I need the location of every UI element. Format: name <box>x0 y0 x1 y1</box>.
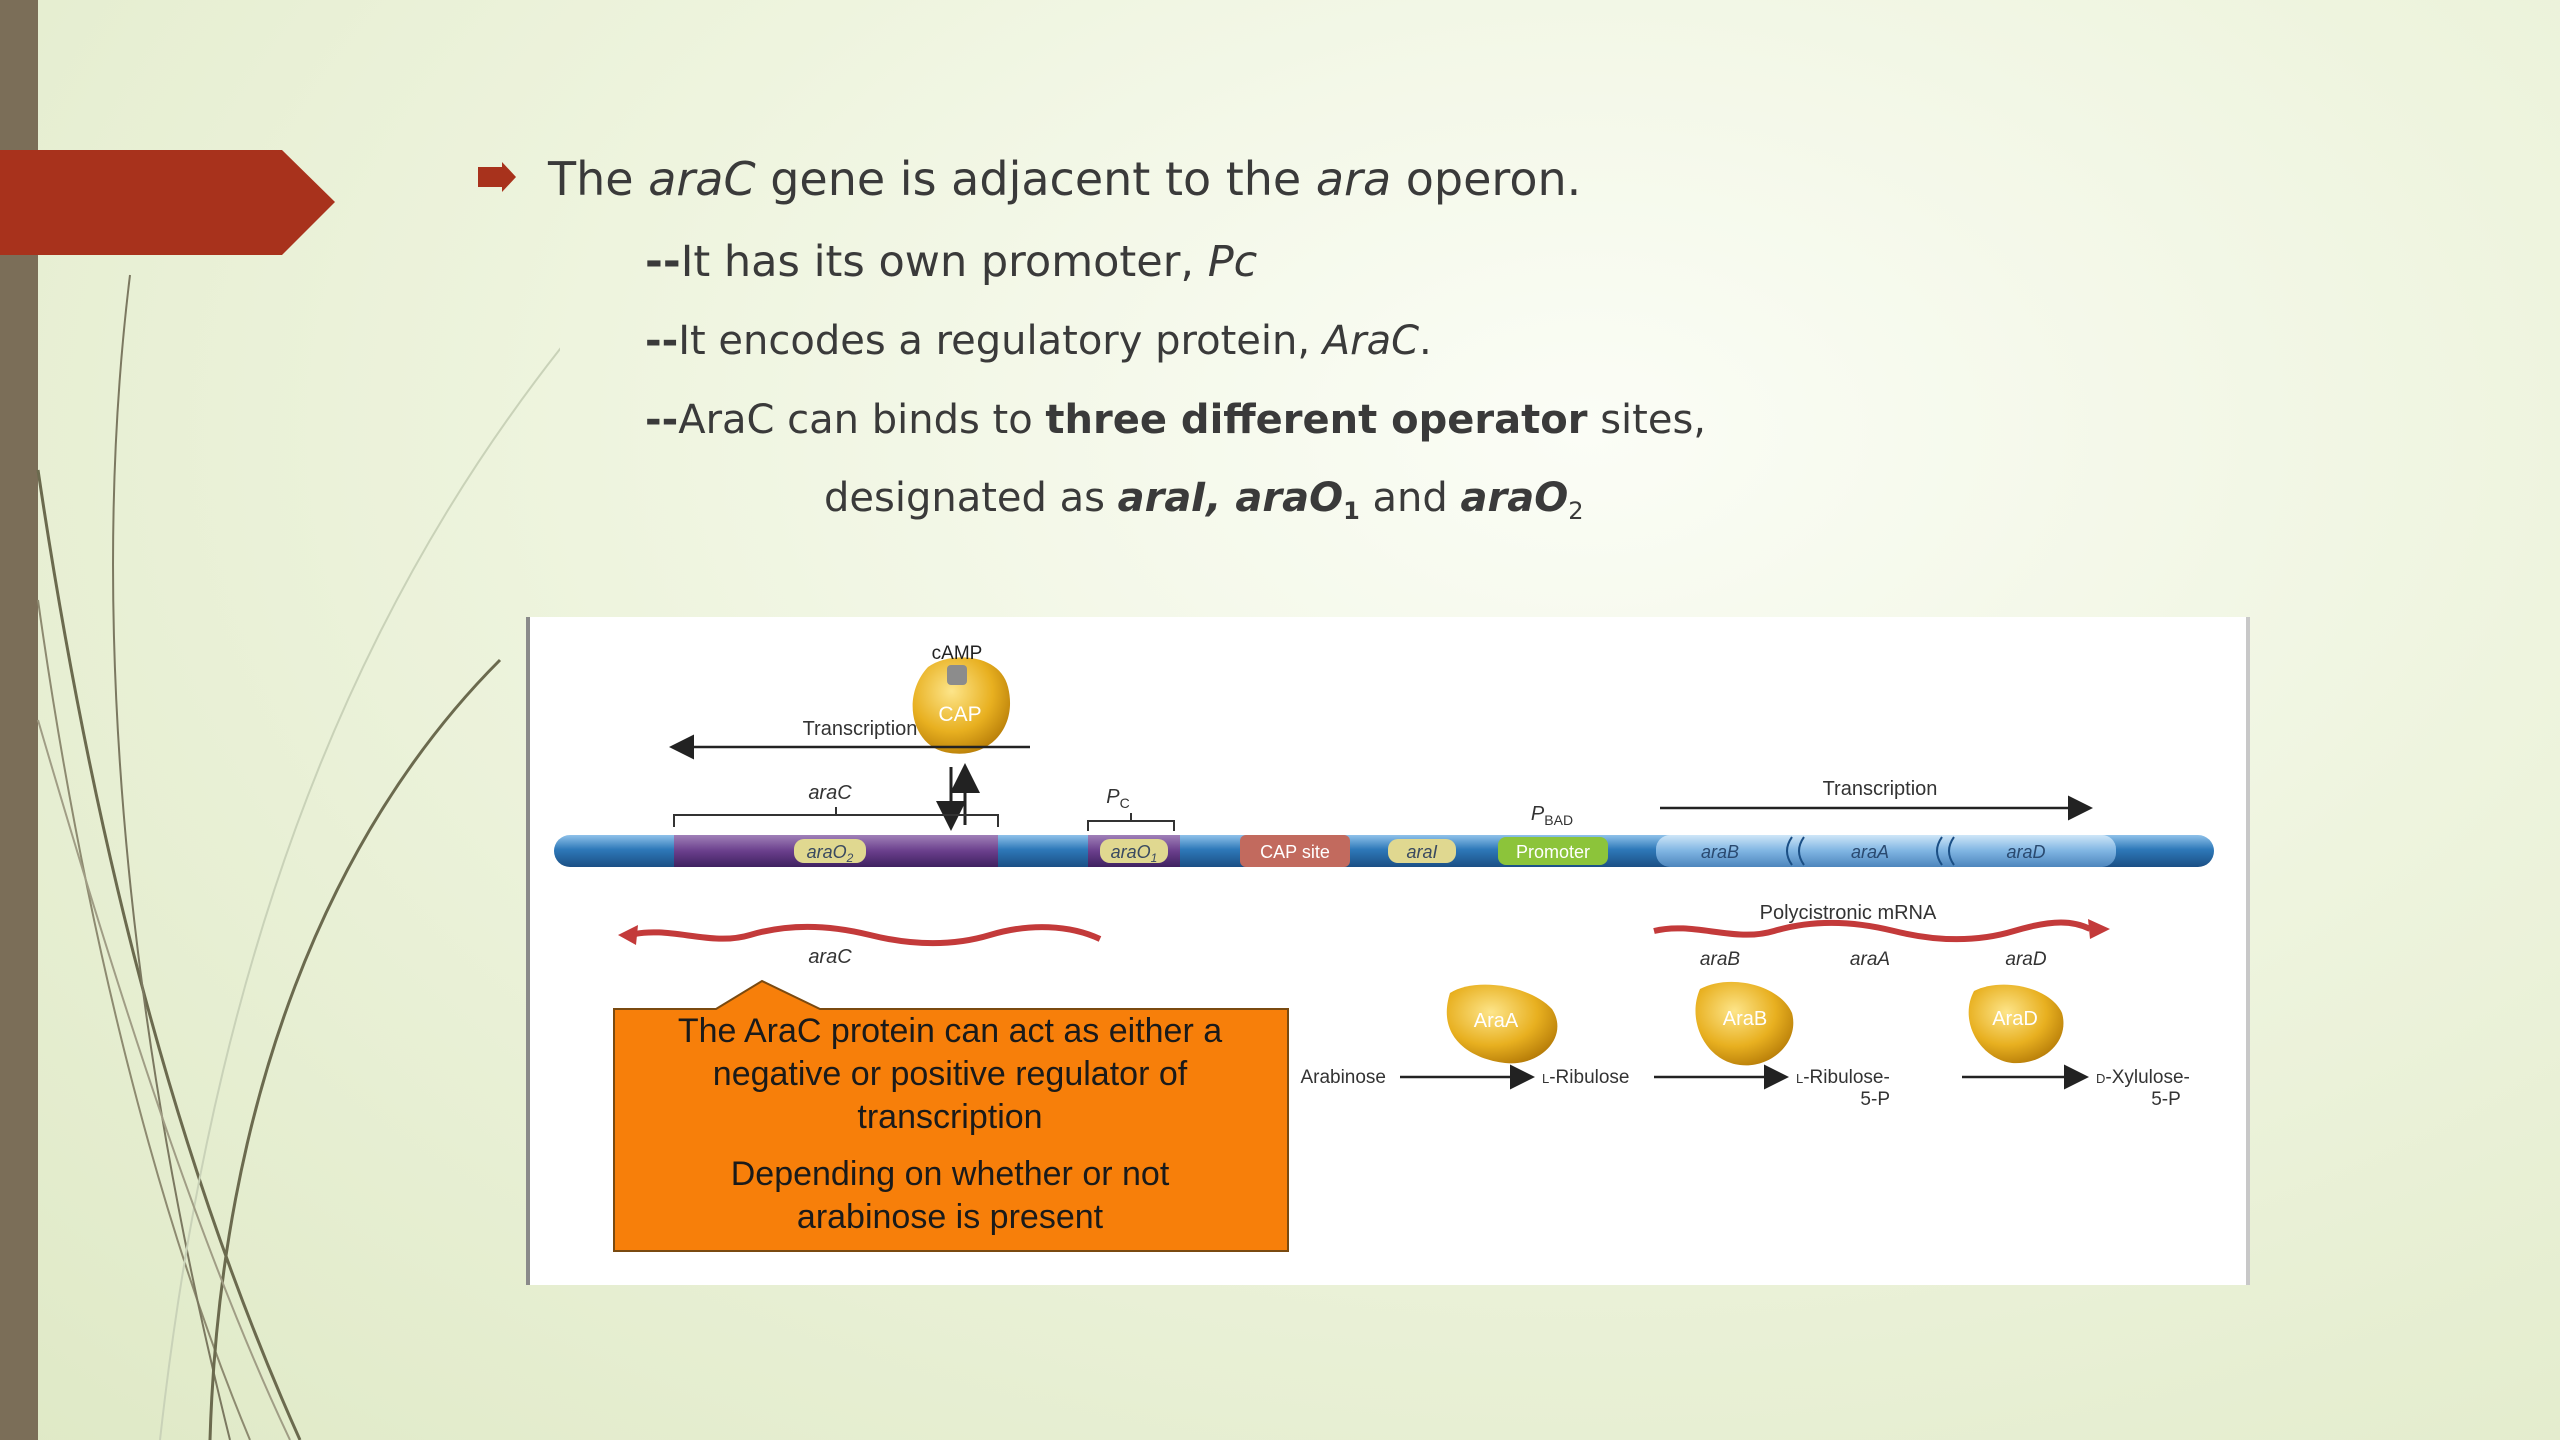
transcription-left-label: Transcription <box>803 718 918 740</box>
arab-label: araB <box>1701 842 1739 862</box>
arac-bracket <box>673 807 999 827</box>
callout-line-2: negative or positive regulator of <box>712 1055 1188 1093</box>
arao2-label: araO2 <box>807 842 854 865</box>
mrna-arab-label: araB <box>1700 949 1740 970</box>
decorative-curves <box>36 274 560 1440</box>
orange-callout-box <box>613 979 1289 1252</box>
callout-line-4: Depending on whether or not <box>730 1155 1170 1193</box>
d-xylulose-5p-line2: 5-P <box>2151 1089 2181 1110</box>
l-ribulose-5p-line2: 5-P <box>1860 1089 1890 1110</box>
arabinose-label: Arabinose <box>1300 1067 1386 1088</box>
bullet-line-3: --It encodes a regulatory protein, AraC. <box>645 318 1432 364</box>
polycistronic-label: Polycistronic mRNA <box>1760 902 1937 924</box>
cap-site-segment <box>1240 835 1350 867</box>
arac-gene-label: araC <box>808 782 852 804</box>
arao2-segment <box>794 839 866 863</box>
pc-label: PC <box>1106 786 1129 811</box>
promoter-label: Promoter <box>1516 842 1590 862</box>
callout-text: The AraC protein can act as either a neg… <box>610 1010 1290 1250</box>
bullet-line-4: --AraC can binds to three different oper… <box>645 397 1706 443</box>
arrow-bullet-icon <box>478 162 516 192</box>
l-ribulose-5p-label: L-Ribulose- <box>1796 1067 1890 1088</box>
camp-label: cAMP <box>932 643 983 664</box>
pc-bracket <box>1087 813 1175 831</box>
araa-enzyme-icon <box>1446 984 1558 1064</box>
mrna-araa-label: araA <box>1850 949 1890 970</box>
arac-mrna-label: araC <box>808 946 852 968</box>
callout-line-5: arabinose is present <box>796 1198 1104 1236</box>
polycistronic-mrna-wave <box>1653 919 2092 943</box>
arab-enzyme-icon <box>1695 981 1794 1066</box>
arao1-label: araO1 <box>1111 842 1158 865</box>
bullet-list: The araC gene is adjacent to the ara ope… <box>0 0 2560 560</box>
bullet-line-5: designated as araI, araO1 and araO2 <box>824 475 1584 525</box>
callout-line-3: transcription <box>857 1098 1043 1136</box>
araa-enzyme-label: AraA <box>1474 1010 1519 1032</box>
l-ribulose-label: L-Ribulose <box>1542 1067 1630 1088</box>
arai-segment <box>1388 839 1456 863</box>
polycistronic-mrna-arrowhead <box>2088 919 2110 939</box>
arai-label: araI <box>1406 842 1437 862</box>
arac-mrna-arrowhead <box>618 925 638 945</box>
operon-diagram: cAMP CAP Transcription Transcription ara… <box>554 643 2214 1252</box>
arad-enzyme-icon <box>1968 984 2064 1064</box>
bullet-line-2: --It has its own promoter, Pc <box>645 237 1258 287</box>
cap-site-label: CAP site <box>1260 842 1330 862</box>
araa-label: araA <box>1851 842 1889 862</box>
arad-label: araD <box>2006 842 2045 862</box>
promoter-segment <box>1498 837 1608 865</box>
transcription-right-label: Transcription <box>1823 778 1938 800</box>
cap-protein-icon <box>912 657 1011 754</box>
gene-dividers <box>1786 836 1955 866</box>
arac-mrna-wave <box>629 923 1102 947</box>
mrna-arad-label: araD <box>2005 949 2046 970</box>
bullet-line-1: The araC gene is adjacent to the ara ope… <box>548 152 1582 206</box>
callout-line-1: The AraC protein can act as either a <box>677 1012 1223 1050</box>
red-banner-arrow <box>0 150 335 255</box>
arab-enzyme-label: AraB <box>1723 1008 1767 1030</box>
pbad-label: PBAD <box>1531 803 1573 828</box>
arao1-segment <box>1100 839 1168 863</box>
d-xylulose-5p-label: D-Xylulose- <box>2096 1067 2190 1088</box>
cap-label: CAP <box>938 703 981 726</box>
structural-genes-segment <box>1656 835 2116 867</box>
arad-enzyme-label: AraD <box>1992 1008 2038 1030</box>
ara-operon-figure: cAMP CAP Transcription Transcription ara… <box>526 617 2250 1285</box>
